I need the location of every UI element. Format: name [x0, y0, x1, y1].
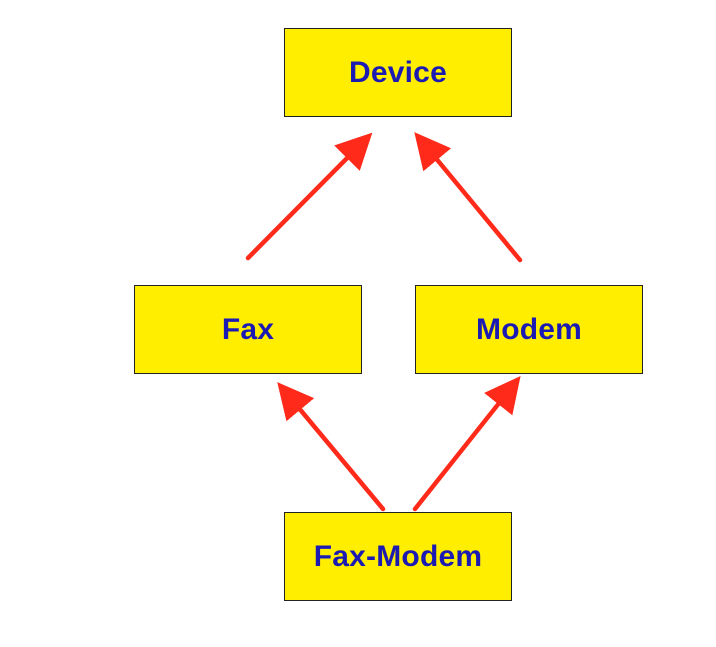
arrow-modem-to-device	[414, 132, 523, 263]
device-box: Device	[284, 28, 512, 117]
fax-modem-box: Fax-Modem	[284, 512, 512, 601]
fax-label: Fax	[221, 312, 275, 346]
modem-box: Modem	[415, 285, 643, 374]
arrow-fax-to-device	[245, 132, 373, 261]
fax-modem-label: Fax-Modem	[313, 539, 483, 573]
modem-label: Modem	[476, 312, 582, 346]
device-label: Device	[349, 55, 447, 89]
fax-box: Fax	[134, 285, 362, 374]
arrow-faxmodem-to-fax	[277, 382, 386, 512]
arrow-faxmodem-to-modem	[412, 375, 521, 512]
